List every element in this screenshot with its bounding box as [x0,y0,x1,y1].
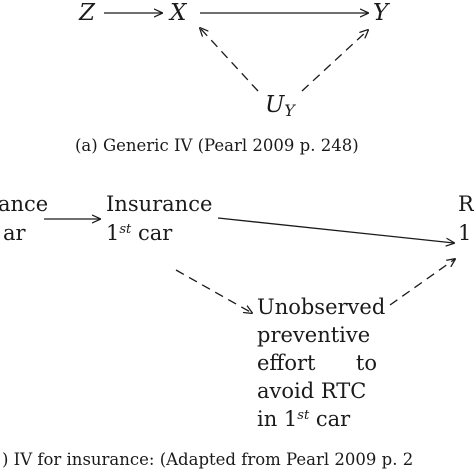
node-unobserved-line4: avoid RTC [257,379,367,403]
node-insurance-sup: st [119,221,132,237]
node-unobserved-line1: Unobserved [257,295,386,319]
edge-u-to-y [301,30,368,92]
node-right-line2: 1 [458,221,472,245]
node-unobserved-line3: effort to [257,353,377,374]
node-insurance-num: 1 [106,221,120,245]
node-u-y-subscript: Y [284,100,295,120]
node-y: Y [373,0,389,26]
caption-b: ) IV for insurance: (Adapted from Pearl … [2,450,414,469]
node-insurance-tail: car [131,221,173,245]
node-z: Z [79,0,95,26]
node-insurance-line1: Insurance [106,192,213,216]
node-x: X [170,0,187,26]
node-unobserved-line5: in 1st car [257,409,350,430]
node-unobserved-line5-base: in 1 [257,407,298,431]
edge-insurance-to-right [217,217,454,243]
node-unobserved-word-effort: effort [257,351,316,375]
node-u-y: UY [265,92,295,120]
node-unobserved-word-to: to [355,351,377,375]
node-insurance-line2: 1st car [106,223,172,244]
node-left-line1: ance [0,192,49,216]
node-left-line2: ar [3,221,26,245]
edge-unobserved-to-right [389,259,455,306]
edge-insurance-to-unobserved [175,269,252,313]
node-unobserved-line5-tail: car [309,407,351,431]
node-right-line1: R [458,192,474,216]
node-u-y-base: U [265,92,285,118]
caption-a: (a) Generic IV (Pearl 2009 p. 248) [75,136,359,155]
node-unobserved-line5-sup: st [297,407,310,423]
edge-u-to-x [200,28,259,92]
node-unobserved-line2: preventive [257,323,371,347]
